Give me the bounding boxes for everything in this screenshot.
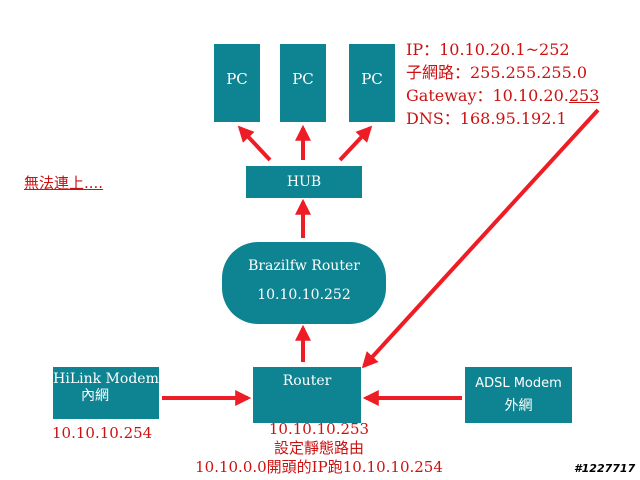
info-gateway-prefix: Gateway：10.10.20.: [406, 86, 569, 105]
adsl-modem-box: ADSL Modem 外網: [465, 367, 572, 423]
adsl-modem-sub: 外網: [504, 398, 533, 414]
pc-box-2: PC: [280, 44, 326, 122]
arrow-gateway-to-router: [361, 108, 600, 369]
info-ip: IP：10.10.20.1~252: [406, 40, 570, 59]
router-note-line2: 10.10.0.0開頭的IP跑10.10.10.254: [195, 458, 443, 476]
brazilfw-router-name: Brazilfw Router: [248, 258, 360, 274]
info-gateway: Gateway：10.10.20.253: [406, 84, 599, 107]
pc-label: PC: [361, 70, 383, 88]
pc-box-3: PC: [349, 44, 395, 122]
hub-box: HUB: [246, 166, 362, 198]
router-box: Router: [253, 367, 361, 423]
router-ip: 10.10.10.253: [268, 420, 370, 438]
hilink-modem-sub: 內網: [81, 388, 109, 404]
pc-label: PC: [292, 70, 314, 88]
brazilfw-router-box: Brazilfw Router 10.10.10.252: [222, 242, 386, 324]
arrow-hub-to-pc-1: [237, 125, 272, 162]
network-info: IP：10.10.20.1~252 子網路：255.255.255.0 Gate…: [406, 38, 599, 130]
info-gateway-suffix: 253: [568, 86, 600, 105]
router-name: Router: [282, 373, 332, 389]
connection-failed-text: 無法連上....: [24, 174, 104, 192]
pc-label: PC: [226, 70, 248, 88]
info-subnet: 子網路：255.255.255.0: [406, 63, 588, 82]
pc-box-1: PC: [214, 44, 260, 122]
hilink-ip: 10.10.10.254: [52, 424, 153, 442]
hub-label: HUB: [286, 174, 322, 190]
hilink-modem-box: HiLink Modem 內網: [53, 367, 159, 419]
arrow-hub-to-pc-3: [338, 125, 373, 162]
adsl-modem-name: ADSL Modem: [475, 376, 562, 391]
watermark-id: #1227717: [574, 462, 636, 475]
router-note-line1: 設定靜態路由: [273, 439, 364, 457]
brazilfw-router-ip: 10.10.10.252: [257, 287, 351, 303]
info-dns: DNS：168.95.192.1: [406, 109, 567, 128]
router-note: 10.10.10.253 設定靜態路由 10.10.0.0開頭的IP跑10.10…: [180, 420, 458, 477]
hilink-modem-name: HiLink Modem: [53, 371, 159, 387]
